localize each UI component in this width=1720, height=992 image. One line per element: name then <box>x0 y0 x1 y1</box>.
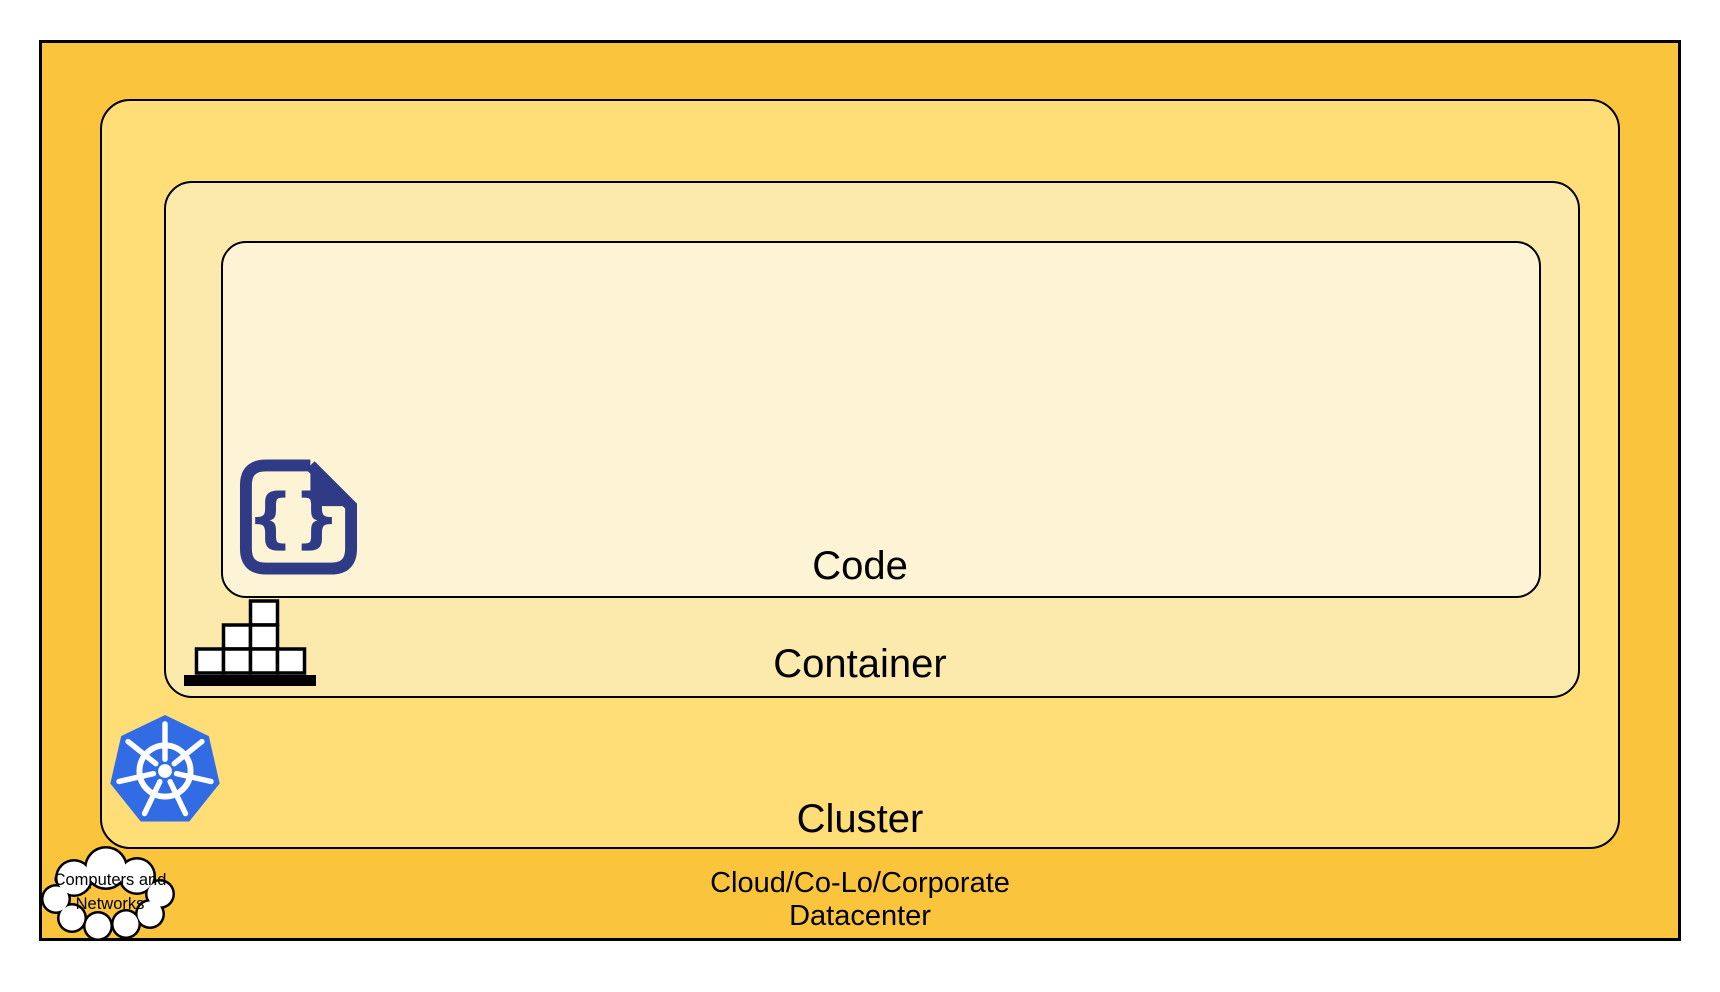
brick <box>194 647 226 675</box>
cloud-icon <box>41 846 175 941</box>
kubernetes-helm-wheel <box>116 721 214 817</box>
brick <box>275 647 307 675</box>
brick <box>248 647 280 675</box>
container-bricks <box>194 599 307 675</box>
wheel-spokes <box>116 721 214 817</box>
cloud-callout-text: Computers and Networks <box>34 844 186 916</box>
kubernetes-icon <box>110 714 220 822</box>
wheel-hub <box>158 764 172 778</box>
container-label: Container <box>773 642 947 686</box>
code-file-outline <box>239 459 358 575</box>
container-stack-icon <box>184 599 316 686</box>
brick <box>248 623 280 651</box>
code-file-icon: {} <box>239 459 358 575</box>
datacenter-label-line1: Cloud/Co-Lo/Corporate <box>710 867 1010 899</box>
datacenter-label-line2: Datacenter <box>789 900 931 932</box>
cloud-text-line1: Computers and <box>53 871 167 889</box>
code-layer-box <box>221 241 1541 598</box>
cloud-text-line2: Networks <box>75 895 145 913</box>
brick <box>221 623 253 651</box>
container-base-bar <box>184 675 316 686</box>
datacenter-label: Cloud/Co-Lo/Corporate Datacenter <box>0 867 1720 933</box>
brick <box>248 599 280 627</box>
cloud-body <box>43 848 173 939</box>
code-file-fold <box>310 465 352 507</box>
code-label: Code <box>812 544 908 588</box>
cluster-label: Cluster <box>796 797 924 841</box>
code-braces-glyph: {} <box>247 480 340 556</box>
brick <box>221 647 253 675</box>
